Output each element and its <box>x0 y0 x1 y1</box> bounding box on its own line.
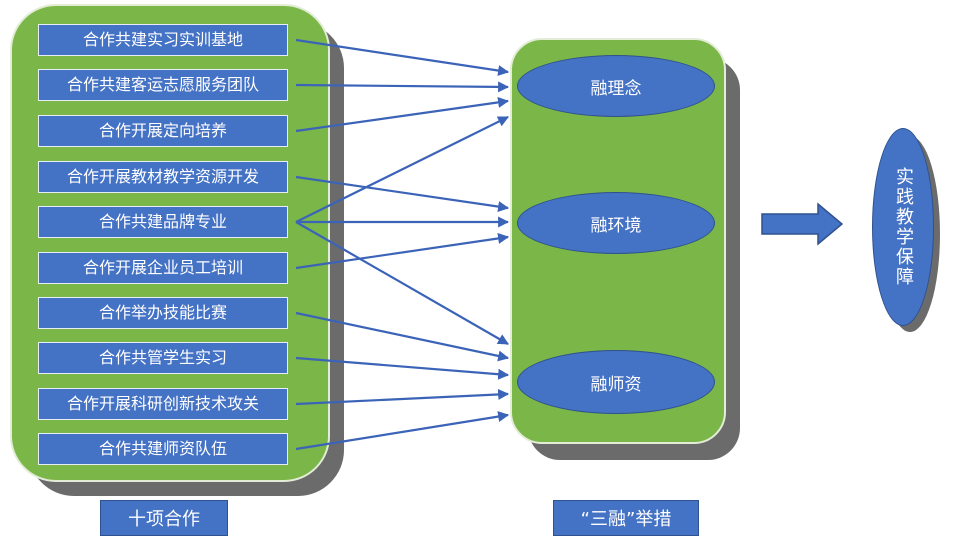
connector-arrow <box>295 388 510 406</box>
connector-arrow <box>295 38 510 76</box>
connector-arrow <box>295 411 510 451</box>
cooperation-item: 合作共建客运志愿服务团队 <box>38 69 288 101</box>
cooperation-item: 合作共建实习实训基地 <box>38 24 288 56</box>
connector-arrow <box>295 232 510 270</box>
cooperation-item: 合作开展教材教学资源开发 <box>38 161 288 193</box>
connector-arrow <box>295 221 509 345</box>
integration-environment: 融环境 <box>517 192 715 254</box>
result-label: 实践教学保障 <box>893 167 914 287</box>
connector-arrow <box>295 116 509 223</box>
connector-arrow <box>295 311 510 362</box>
integration-concept: 融理念 <box>517 55 715 117</box>
integration-faculty: 融师资 <box>517 350 715 414</box>
cooperation-item: 合作共建师资队伍 <box>38 433 288 465</box>
cooperation-item: 合作开展企业员工培训 <box>38 252 288 284</box>
result-ellipse: 实践教学保障 <box>872 128 934 326</box>
connector-arrow <box>295 175 510 213</box>
connector-arrow <box>295 356 510 380</box>
connector-arrow <box>295 81 510 93</box>
cooperation-item: 合作举办技能比赛 <box>38 297 288 329</box>
cooperation-item: 合作开展定向培养 <box>38 115 288 147</box>
caption-ten-cooperations: 十项合作 <box>100 500 228 536</box>
big-right-arrow <box>761 202 844 246</box>
cooperation-item: 合作共管学生实习 <box>38 342 288 374</box>
connector-arrow <box>295 96 510 133</box>
cooperation-item: 合作开展科研创新技术攻关 <box>38 388 288 420</box>
cooperation-item: 合作共建品牌专业 <box>38 206 288 238</box>
caption-three-integrations: “三融”举措 <box>553 500 699 536</box>
